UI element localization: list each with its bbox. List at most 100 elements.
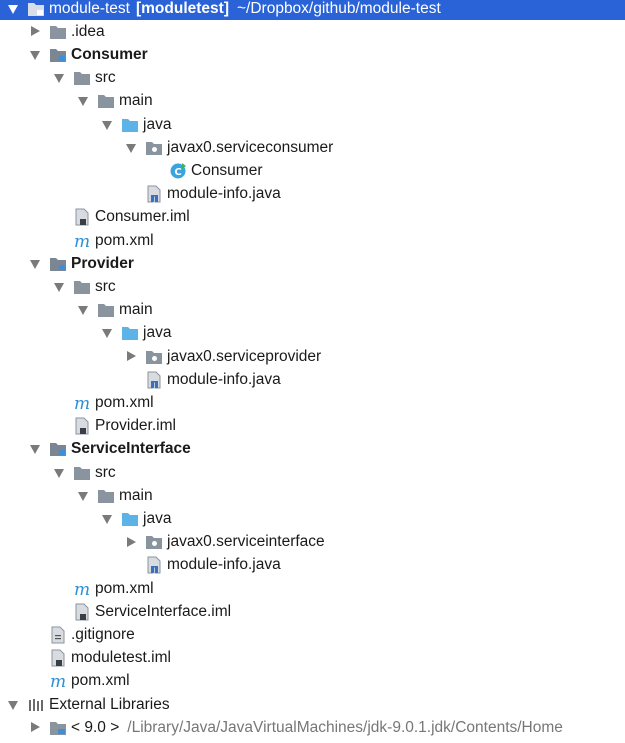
expand-arrow-icon[interactable]	[28, 48, 42, 62]
tree-row-main[interactable]: main	[0, 90, 625, 113]
maven-icon: m	[73, 580, 91, 598]
tree-item-label: src	[95, 277, 116, 295]
svg-text:m: m	[74, 232, 90, 250]
tree-row-jdk[interactable]: < 9.0 > /Library/Java/JavaVirtualMachine…	[0, 716, 625, 739]
package-icon	[145, 139, 163, 157]
tree-item-label: moduletest.iml	[71, 649, 171, 667]
tree-item-label: javax0.serviceprovider	[167, 347, 322, 365]
maven-icon: m	[49, 672, 67, 690]
expand-arrow-icon[interactable]	[76, 94, 90, 108]
module-folder-icon	[49, 440, 67, 458]
expand-arrow-icon[interactable]	[124, 141, 138, 155]
tree-row-consumer-module[interactable]: Consumer	[0, 43, 625, 66]
tree-item-label: main	[119, 92, 153, 110]
tree-row-main[interactable]: main	[0, 299, 625, 322]
tree-row-file[interactable]: moduletest.iml	[0, 647, 625, 670]
expand-arrow-icon[interactable]	[100, 326, 114, 340]
expand-arrow-icon[interactable]	[28, 25, 42, 39]
expand-arrow-icon[interactable]	[6, 2, 20, 16]
tree-row-file[interactable]: ServiceInterface.iml	[0, 600, 625, 623]
tree-row-package[interactable]: javax0.serviceconsumer	[0, 136, 625, 159]
module-folder-icon	[49, 46, 67, 64]
expand-arrow-icon[interactable]	[100, 512, 114, 526]
svg-text:m: m	[74, 580, 90, 598]
tree-row-file[interactable]: m pom.xml	[0, 229, 625, 252]
tree-row-package[interactable]: javax0.serviceinterface	[0, 531, 625, 554]
tree-row-file[interactable]: Provider.iml	[0, 415, 625, 438]
folder-icon	[73, 278, 91, 296]
tree-row-file[interactable]: .gitignore	[0, 623, 625, 646]
tree-row-file[interactable]: m pom.xml	[0, 391, 625, 414]
tree-item-label: src	[95, 463, 116, 481]
tree-item-label: .idea	[71, 22, 105, 40]
java-file-icon: J	[145, 185, 163, 203]
tree-item-label: javax0.serviceinterface	[167, 533, 325, 551]
source-folder-icon	[121, 510, 139, 528]
expand-arrow-icon[interactable]	[100, 118, 114, 132]
expand-arrow-icon[interactable]	[6, 698, 20, 712]
expand-arrow-icon[interactable]	[76, 303, 90, 317]
tree-row-file[interactable]: m pom.xml	[0, 577, 625, 600]
maven-icon: m	[73, 394, 91, 412]
tree-item-label: ServiceInterface.iml	[95, 602, 232, 620]
expand-arrow-icon[interactable]	[52, 280, 66, 294]
tree-item-label: Consumer.iml	[95, 208, 190, 226]
tree-row-class[interactable]: C Consumer	[0, 159, 625, 182]
expand-arrow-icon[interactable]	[28, 257, 42, 271]
java-file-icon: J	[145, 556, 163, 574]
tree-item-label: pom.xml	[95, 393, 154, 411]
tree-item-label: module-info.java	[167, 185, 281, 203]
svg-text:J: J	[153, 382, 156, 389]
expand-arrow-icon[interactable]	[124, 535, 138, 549]
java-class-icon: C	[169, 162, 187, 180]
tree-item-label: < 9.0 >	[71, 718, 120, 736]
tree-row-file[interactable]: J module-info.java	[0, 183, 625, 206]
svg-text:J: J	[153, 567, 156, 574]
tree-item-label: pom.xml	[95, 231, 154, 249]
expand-arrow-icon[interactable]	[28, 442, 42, 456]
jdk-folder-icon	[49, 719, 67, 737]
tree-item-label: Consumer	[191, 161, 263, 179]
tree-item-label: java	[143, 324, 172, 342]
tree-row-serviceinterface-module[interactable]: ServiceInterface	[0, 438, 625, 461]
tree-item-label: module-info.java	[167, 370, 281, 388]
java-file-icon: J	[145, 371, 163, 389]
tree-row-file[interactable]: Consumer.iml	[0, 206, 625, 229]
tree-row-file[interactable]: J module-info.java	[0, 554, 625, 577]
tree-row-external-libraries[interactable]: External Libraries	[0, 693, 625, 716]
tree-row-src[interactable]: src	[0, 275, 625, 298]
tree-row-main[interactable]: main	[0, 484, 625, 507]
root-path: ~/Dropbox/github/module-test	[236, 0, 441, 17]
svg-text:J: J	[153, 196, 156, 203]
tree-item-label: Provider.iml	[95, 417, 176, 435]
tree-row-src[interactable]: src	[0, 461, 625, 484]
tree-row-package[interactable]: javax0.serviceprovider	[0, 345, 625, 368]
module-folder-icon	[27, 0, 45, 18]
tree-row-idea[interactable]: .idea	[0, 20, 625, 43]
expand-arrow-icon[interactable]	[76, 489, 90, 503]
iml-file-icon	[73, 208, 91, 226]
package-icon	[145, 533, 163, 551]
tree-row-src[interactable]: src	[0, 67, 625, 90]
maven-icon: m	[73, 232, 91, 250]
tree-row-root[interactable]: module-test [moduletest] ~/Dropbox/githu…	[0, 0, 625, 21]
tree-row-java[interactable]: java	[0, 322, 625, 345]
tree-item-label: pom.xml	[95, 579, 154, 597]
iml-file-icon	[73, 417, 91, 435]
expand-arrow-icon[interactable]	[52, 466, 66, 480]
tree-row-file[interactable]: J module-info.java	[0, 368, 625, 391]
tree-row-file[interactable]: m pom.xml	[0, 670, 625, 693]
tree-row-provider-module[interactable]: Provider	[0, 252, 625, 275]
source-folder-icon	[121, 116, 139, 134]
text-file-icon	[49, 626, 67, 644]
svg-text:m: m	[74, 394, 90, 412]
tree-row-java[interactable]: java	[0, 113, 625, 136]
root-label: module-test	[49, 0, 130, 17]
module-folder-icon	[49, 255, 67, 273]
tree-item-label: Consumer	[71, 45, 148, 63]
expand-arrow-icon[interactable]	[124, 350, 138, 364]
tree-row-java[interactable]: java	[0, 507, 625, 530]
expand-arrow-icon[interactable]	[52, 71, 66, 85]
expand-arrow-icon[interactable]	[28, 721, 42, 735]
